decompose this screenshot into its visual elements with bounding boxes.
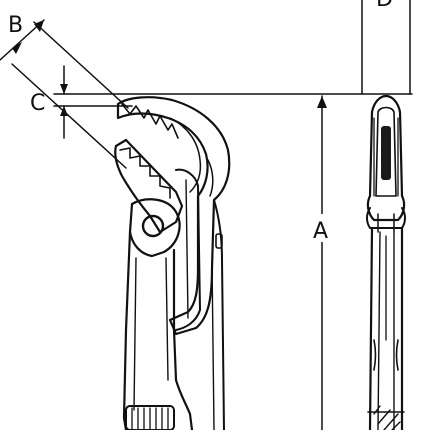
wrench-side-view [114,96,231,430]
dimension-b-arrow-top [34,20,44,32]
front-neck [366,207,406,229]
dimension-b-label: B [8,13,23,38]
dimension-a: A [310,95,334,430]
dimension-b-extension-bottom [11,63,127,169]
pivot-housing [128,198,181,258]
front-head [366,94,406,222]
dimension-c: C [30,65,413,139]
dimension-d-label: D [376,0,393,12]
lower-jaw-teeth [119,147,171,199]
dimension-c-label: C [30,91,45,116]
wrench-front-view [366,94,406,430]
front-head-inner [375,106,397,197]
adjusting-nut [125,405,175,430]
handle-inner-edge-2 [165,257,169,381]
dimension-d: D [361,0,411,95]
dimension-a-label-background [310,214,334,242]
front-handle-lower-detail [373,339,399,371]
front-handle [368,226,404,430]
front-head-ridge [373,117,399,197]
frame-plate [175,168,201,331]
lower-jaw [114,138,184,234]
front-nut-hatch [373,405,401,430]
dimension-c-arrow-bottom [60,106,68,116]
shank-inner [211,259,215,430]
upper-jaw [116,96,231,336]
front-neck-detail [377,213,395,233]
dimension-a-label: A [313,219,328,244]
upper-jaw-teeth [121,103,179,139]
handle-inner-edge [133,257,137,411]
pivot-pin [141,214,165,238]
front-jaw-insert [381,126,391,180]
dimension-a-arrow-top [317,96,327,108]
frame-plate-edge [185,179,189,319]
upper-jaw-lip [207,159,214,197]
dimension-b-extension-top [33,21,129,109]
dimension-b-arrow-bottom [12,42,22,54]
dimension-b: B [0,13,129,169]
upper-jaw-inner-contour [169,117,202,193]
rivet-slot [215,233,223,249]
dimension-c-arrow-top [60,84,68,94]
front-handle-inner [377,231,395,430]
